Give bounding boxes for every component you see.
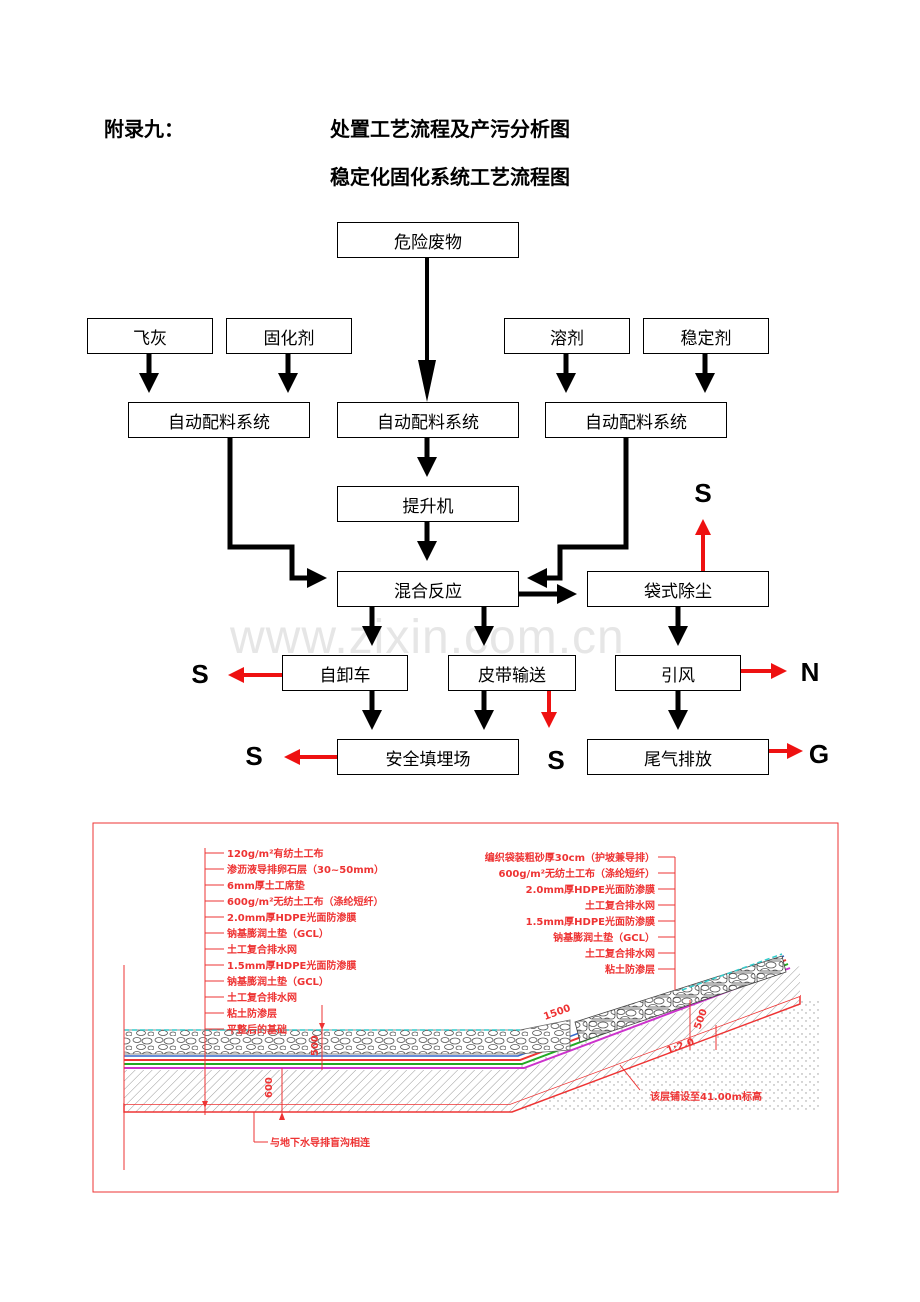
box-hazardous-waste: 危险废物 xyxy=(337,222,519,258)
dim-600: 600 xyxy=(264,1077,275,1098)
left-layer-label-2: 渗沥液导排卵石层（30~50mm） xyxy=(227,863,384,876)
right-layer-label-3: 2.0mm厚HDPE光面防渗膜 xyxy=(526,883,655,896)
box-curing-agent: 固化剂 xyxy=(226,318,352,354)
left-layer-label-9: 钠基膨润土垫（GCL） xyxy=(227,975,329,988)
dim-500-left: 500 xyxy=(310,1035,321,1056)
main-title: 处置工艺流程及产污分析图 xyxy=(330,117,570,141)
box-dump-truck: 自卸车 xyxy=(282,655,408,691)
slope-note: 该层铺设至41.00m标高 xyxy=(650,1090,762,1103)
left-layer-label-1: 120g/m²有纺土工布 xyxy=(227,847,323,860)
left-layer-label-7: 土工复合排水网 xyxy=(227,943,297,956)
box-tail-gas: 尾气排放 xyxy=(587,739,769,775)
box-fly-ash: 飞灰 xyxy=(87,318,213,354)
box-batching-left: 自动配料系统 xyxy=(128,402,310,438)
right-layer-label-5: 1.5mm厚HDPE光面防渗膜 xyxy=(526,915,655,928)
box-solvent: 溶剂 xyxy=(504,318,630,354)
drain-note: 与地下水导排盲沟相连 xyxy=(270,1136,371,1149)
dim-1500: 1500 xyxy=(542,1003,572,1023)
output-g-tail: G xyxy=(808,739,830,769)
right-layer-label-2: 600g/m²无纺土工布（涤纶短纤） xyxy=(499,867,655,880)
output-s-dust: S xyxy=(694,478,712,508)
right-layer-label-6: 钠基膨润土垫（GCL） xyxy=(553,931,655,944)
right-layer-label-7: 土工复合排水网 xyxy=(585,947,655,960)
box-induced-draft: 引风 xyxy=(615,655,741,691)
left-layer-label-8: 1.5mm厚HDPE光面防渗膜 xyxy=(227,959,356,972)
box-stabilizer: 稳定剂 xyxy=(643,318,769,354)
output-s-belt: S xyxy=(547,745,565,775)
right-layer-label-8: 粘土防渗层 xyxy=(605,963,655,976)
output-s-truck: S xyxy=(191,659,209,689)
box-belt-conveyor: 皮带输送 xyxy=(448,655,576,691)
box-elevator: 提升机 xyxy=(337,486,519,522)
left-layer-label-11: 粘土防渗层 xyxy=(227,1007,277,1020)
left-layer-label-5: 2.0mm厚HDPE光面防渗膜 xyxy=(227,911,356,924)
left-layer-label-12: 平整后的基础 xyxy=(227,1023,287,1036)
output-s-landfill: S xyxy=(245,741,263,771)
box-bag-dust: 袋式除尘 xyxy=(587,571,769,607)
output-n-fan: N xyxy=(800,657,820,687)
left-layer-label-10: 土工复合排水网 xyxy=(227,991,297,1004)
box-batching-mid: 自动配料系统 xyxy=(337,402,519,438)
flow-arrows xyxy=(139,258,803,765)
box-mixing-reaction: 混合反应 xyxy=(337,571,519,607)
appendix-label: 附录九： xyxy=(104,117,184,141)
sub-title: 稳定化固化系统工艺流程图 xyxy=(330,165,570,189)
left-layer-label-6: 钠基膨润土垫（GCL） xyxy=(227,927,329,940)
box-batching-right: 自动配料系统 xyxy=(545,402,727,438)
left-layer-label-4: 600g/m²无纺土工布（涤纶短纤） xyxy=(227,895,383,908)
left-layer-label-3: 6mm厚土工席垫 xyxy=(227,879,305,892)
right-layer-label-1: 编织袋装粗砂厚30cm（护坡兼导排） xyxy=(485,851,655,864)
right-layer-label-4: 土工复合排水网 xyxy=(585,899,655,912)
box-landfill: 安全填埋场 xyxy=(337,739,519,775)
